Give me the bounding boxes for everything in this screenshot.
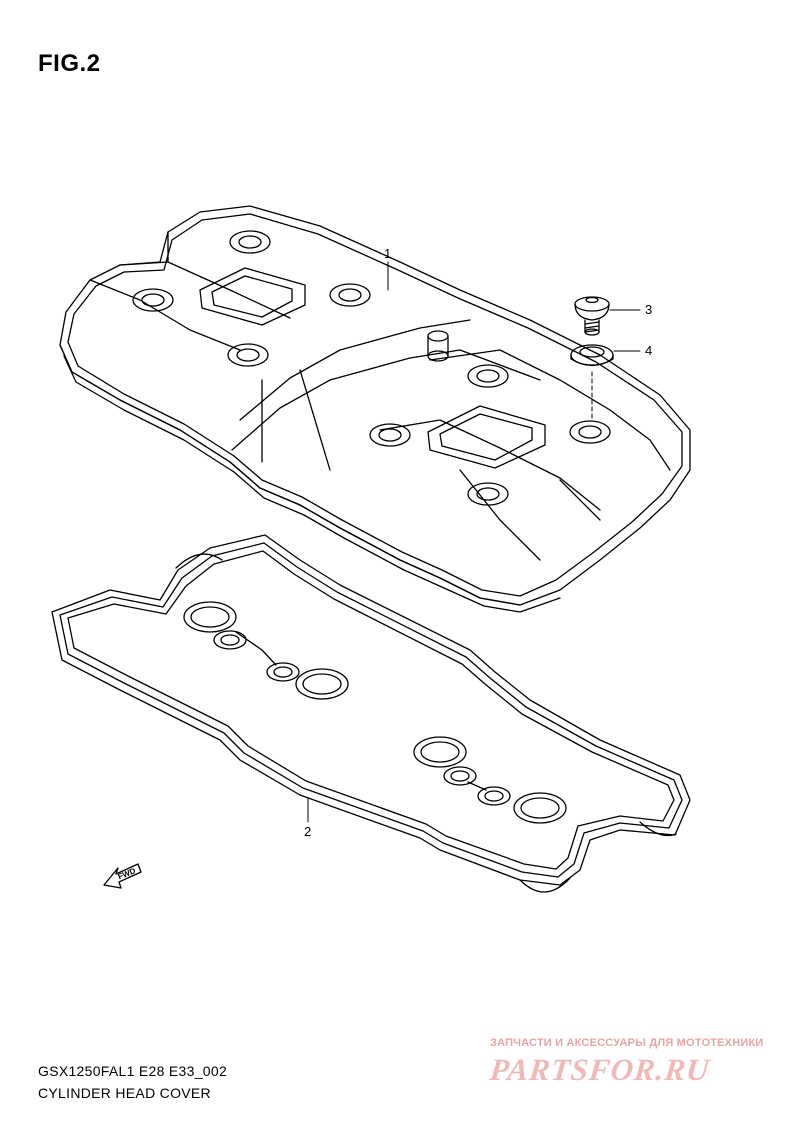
- diagram-code: GSX1250FAL1 E28 E33_002: [38, 1063, 228, 1079]
- plug-hole-seal: [266, 662, 300, 682]
- callout-3: 3: [645, 302, 652, 317]
- arrow-left-down-icon: [103, 863, 142, 889]
- leader-lines: [307, 261, 641, 823]
- bolt-boss: [369, 423, 411, 447]
- fwd-direction-marker: FWD: [103, 863, 142, 889]
- plug-hole-seal: [443, 766, 477, 786]
- bolt-boss: [329, 283, 371, 307]
- plug-hole-seal: [183, 601, 237, 633]
- diagram-name: CYLINDER HEAD COVER: [38, 1085, 211, 1101]
- bolt-boss: [227, 343, 269, 367]
- gasket[interactable]: [51, 534, 691, 893]
- callout-4: 4: [645, 343, 652, 358]
- watermark-logo: PARTSFOR.RU: [488, 1052, 712, 1087]
- bolt[interactable]: [574, 296, 610, 336]
- cylinder-head-cover[interactable]: [59, 205, 691, 613]
- bolt-boss: [132, 288, 174, 312]
- plug-hole-seal: [295, 668, 349, 700]
- bolt-boss: [467, 364, 509, 388]
- plug-hole-seal: [513, 792, 567, 824]
- callout-1: 1: [384, 246, 391, 261]
- watermark-caption: ЗАПЧАСТИ И АКСЕССУАРЫ ДЛЯ МОТОТЕХНИКИ: [490, 1037, 764, 1049]
- washer[interactable]: [570, 344, 614, 367]
- plug-hole-seal: [413, 736, 467, 768]
- bolt-boss: [569, 420, 611, 444]
- plug-hole-seal: [477, 786, 511, 806]
- callout-2: 2: [304, 824, 311, 839]
- plug-hole-seal: [213, 630, 247, 650]
- bolt-boss: [467, 482, 509, 506]
- figure-title: FIG.2: [38, 50, 101, 77]
- bolt-boss: [229, 230, 271, 254]
